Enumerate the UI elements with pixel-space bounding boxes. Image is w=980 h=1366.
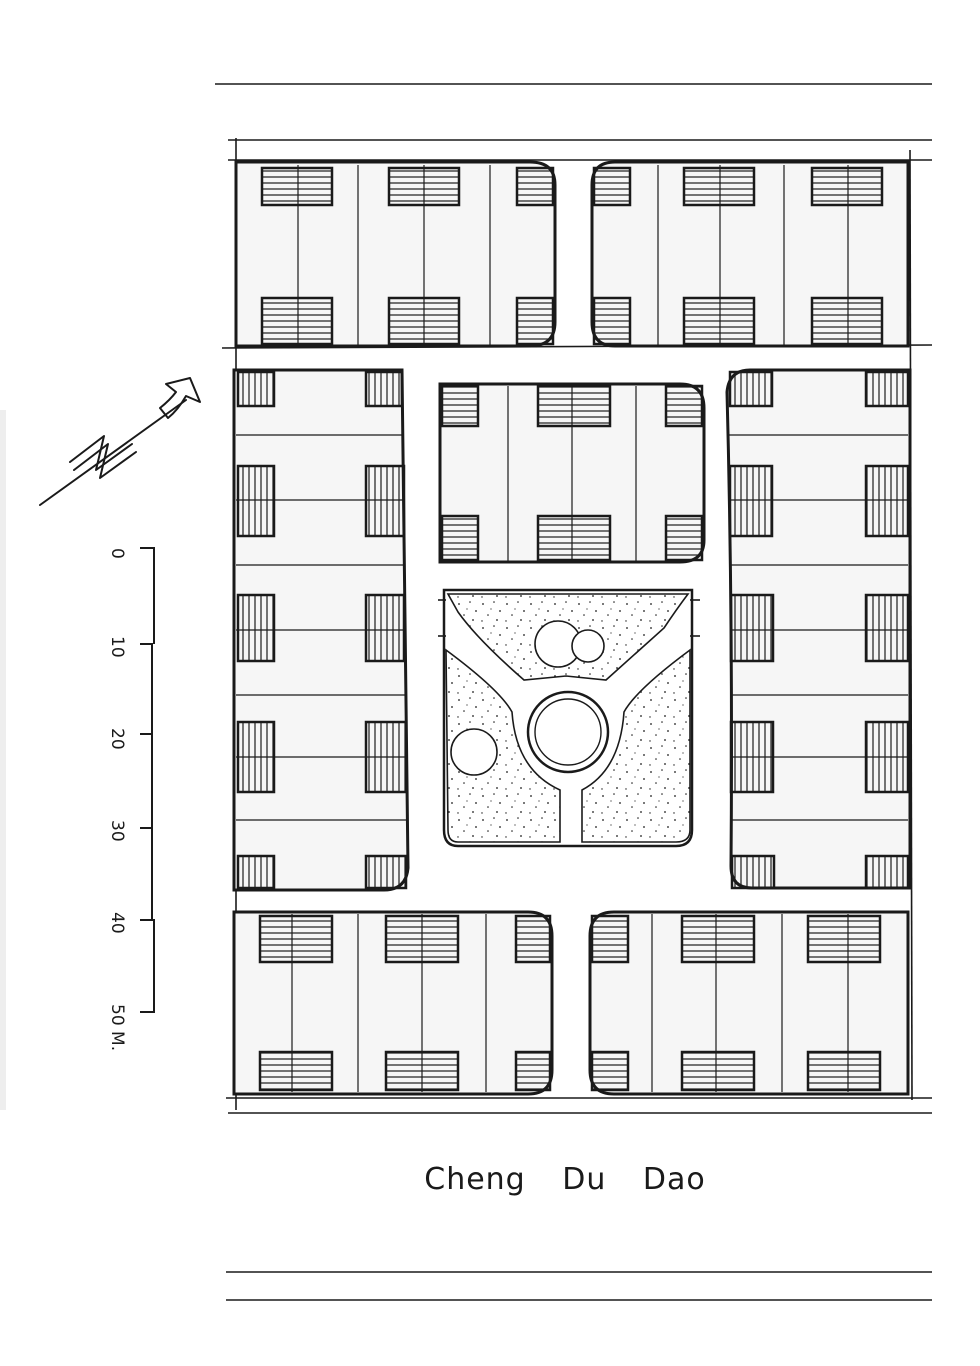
- central-park: [438, 588, 700, 848]
- scale-tick-40: 40: [107, 912, 127, 934]
- scale-bar: [140, 547, 155, 1013]
- block-top-right: [590, 160, 910, 348]
- street-name-label: Cheng Du Dao: [424, 1162, 706, 1197]
- scale-tick-30: 30: [107, 820, 127, 842]
- scale-tick-20: 20: [107, 728, 127, 750]
- block-top-left: [234, 160, 557, 348]
- scale-tick-labels: 0 10 20 30 40 50 M.: [107, 548, 127, 1051]
- scale-tick-0: 0: [107, 548, 127, 559]
- block-middle-left: [232, 368, 410, 892]
- block-middle-right: [725, 368, 912, 890]
- north-arrow-icon: [39, 377, 201, 506]
- block-center: [438, 382, 706, 564]
- block-bottom-left: [232, 910, 554, 1096]
- scale-tick-50: 50 M.: [107, 1004, 127, 1051]
- scale-tick-10: 10: [107, 636, 127, 658]
- block-bottom-right: [588, 910, 910, 1096]
